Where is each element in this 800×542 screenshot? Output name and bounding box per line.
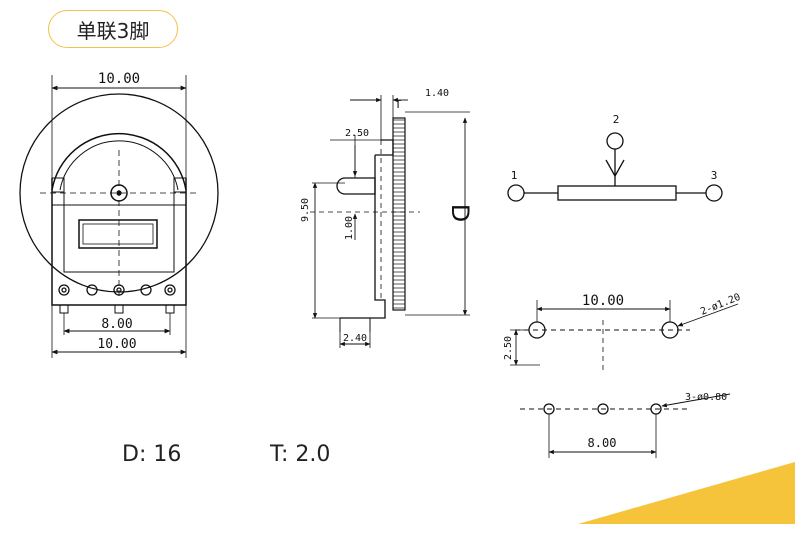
side-d-label: D xyxy=(446,204,474,222)
schematic-label-1: 1 xyxy=(511,169,518,182)
spec-d: D: 16 xyxy=(122,442,182,467)
front-top-dim: 10.00 xyxy=(98,71,140,87)
schematic-pin-1 xyxy=(507,184,525,202)
schematic-symbol xyxy=(507,132,723,202)
front-view xyxy=(19,75,219,358)
pin-hole-note: 3-ø0.80 xyxy=(685,392,727,403)
title-text: 单联3脚 xyxy=(76,18,150,43)
schematic-pin-3 xyxy=(705,184,723,202)
accent-wedge xyxy=(578,462,795,524)
side-t-dim: 1.40 xyxy=(425,88,449,99)
pin-hole-2 xyxy=(597,403,609,415)
schematic-pin-2 xyxy=(606,132,624,150)
schematic-label-2: 2 xyxy=(613,113,620,126)
pin-holes-drawing xyxy=(520,393,731,458)
side-view xyxy=(310,95,470,348)
spec-t: T: 2.0 xyxy=(270,442,331,467)
side-dim-950: 9.50 xyxy=(300,198,311,222)
mount-hole-spacing: 10.00 xyxy=(582,293,624,309)
side-dim-100: 1.00 xyxy=(344,216,355,240)
title-badge: 单联3脚 xyxy=(48,10,178,48)
pin-hole-spacing: 8.00 xyxy=(588,436,617,450)
front-bottom-dim: 10.00 xyxy=(97,337,136,352)
side-dim-250: 2.50 xyxy=(345,128,369,139)
front-pin-spacing-dim: 8.00 xyxy=(101,317,132,332)
side-t-label: T xyxy=(395,98,402,111)
mount-hole-offset: 2.50 xyxy=(503,336,514,360)
mount-holes-drawing xyxy=(510,300,739,372)
schematic-label-3: 3 xyxy=(711,169,718,182)
side-dim-240: 2.40 xyxy=(343,333,367,344)
